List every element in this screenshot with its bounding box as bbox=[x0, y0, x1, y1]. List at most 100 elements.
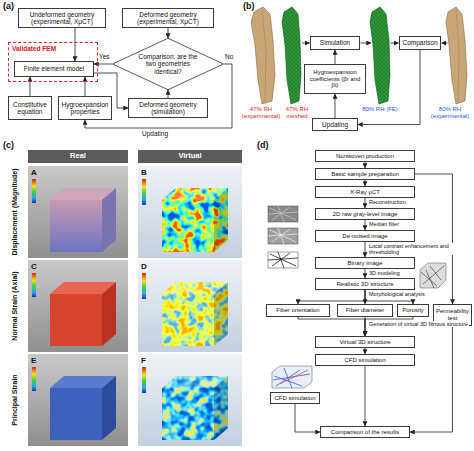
text-wrap: Simulation bbox=[313, 39, 358, 46]
connector bbox=[410, 326, 453, 432]
connector bbox=[168, 28, 169, 38]
node-text: Virtual 3D structure bbox=[318, 339, 413, 346]
cube-face bbox=[50, 200, 102, 252]
subpanel-letter: D bbox=[141, 262, 147, 271]
node-text: Virtual bbox=[141, 152, 240, 161]
connector bbox=[365, 366, 366, 426]
connector bbox=[298, 317, 365, 336]
connector bbox=[365, 198, 366, 208]
color-bar bbox=[32, 273, 36, 297]
connector bbox=[298, 290, 365, 304]
connector bbox=[335, 50, 336, 64]
node-text: Updating bbox=[315, 121, 356, 128]
text-wrap: Binary image bbox=[318, 260, 413, 267]
node-text: Comparison: are the two geometries ident… bbox=[136, 53, 201, 75]
text-wrap: Constitutive equation bbox=[11, 101, 50, 116]
node-text: Constitutive equation bbox=[11, 101, 50, 116]
node-text: 2D raw gray-level image bbox=[318, 211, 413, 218]
cube-body bbox=[162, 188, 228, 252]
text-wrap: Fiber diameter bbox=[340, 307, 391, 314]
node-text: Realistic 3D structure bbox=[318, 281, 413, 288]
text-wrap: Nonwoven production bbox=[318, 153, 413, 160]
process-box: Finite element model bbox=[14, 61, 94, 77]
specimen-label: 47% RH meshed bbox=[283, 106, 311, 120]
row-label: Principal Strain bbox=[11, 355, 19, 445]
row-label: Displacement (Magnitude) bbox=[11, 167, 19, 257]
process-box: Comparison bbox=[399, 36, 441, 50]
diamond-shape bbox=[113, 38, 224, 89]
text-wrap: Deformed geometry (simulation) bbox=[131, 101, 206, 116]
color-bar bbox=[32, 179, 36, 203]
process-box: CFD simulation bbox=[270, 392, 320, 404]
edge-label: Reconstruction bbox=[369, 199, 406, 205]
panel-letter: (a) bbox=[3, 1, 14, 11]
panel-ground bbox=[138, 354, 242, 446]
node-text: CFD simulation bbox=[273, 395, 318, 402]
process-box: Porosity bbox=[397, 304, 429, 317]
connector bbox=[85, 77, 86, 96]
experimental-specimen bbox=[446, 7, 467, 104]
color-bar bbox=[32, 367, 36, 391]
process-box: Basic sample preparation bbox=[315, 168, 415, 180]
connector bbox=[358, 50, 420, 125]
process-box: Hygroexpansion coefficients (βr and βt) bbox=[304, 64, 366, 94]
cube-shade bbox=[214, 188, 228, 252]
node-text: Deformed geometry (experimental, XμCT) bbox=[125, 11, 212, 26]
raw-image-thumb bbox=[268, 206, 298, 222]
connector bbox=[295, 404, 320, 432]
cfd-model-thumb bbox=[272, 366, 312, 388]
input-box: Deformed geometry (experimental, XμCT) bbox=[122, 8, 214, 28]
node-text: Hygroexpansion coefficients (βr and βt) bbox=[307, 69, 364, 90]
subpanel-letter: F bbox=[141, 356, 146, 365]
process-box: Binary image bbox=[315, 257, 415, 269]
cube-body bbox=[162, 376, 228, 440]
text-wrap: Porosity bbox=[400, 307, 427, 314]
virtual-panel bbox=[138, 354, 242, 446]
process-box: Virtual 3D structure bbox=[315, 336, 415, 348]
text-wrap: 2D raw gray-level image bbox=[318, 211, 413, 218]
text-wrap: Undeformed geometry (experimental, XμCT) bbox=[21, 11, 104, 26]
connector bbox=[75, 28, 76, 61]
cube-outline bbox=[420, 263, 446, 288]
node-text: Comparison of the results bbox=[323, 429, 408, 436]
loop-label: Updating bbox=[142, 130, 168, 137]
text-wrap: Comparison of the results bbox=[323, 429, 408, 436]
text-wrap: CFD simulation bbox=[273, 395, 318, 402]
cube-outline bbox=[272, 366, 312, 388]
cube-face bbox=[102, 188, 116, 252]
cube-shade bbox=[214, 376, 228, 440]
panel-letter: (c) bbox=[3, 140, 14, 150]
text-wrap: Deformed geometry (experimental, XμCT) bbox=[125, 11, 212, 26]
color-bar bbox=[142, 179, 146, 205]
text-wrap: Realistic 3D structure bbox=[318, 281, 413, 288]
process-box: Nonwoven production bbox=[315, 150, 415, 162]
edge-label: Generation of virtual 3D fibrous structu… bbox=[369, 321, 469, 327]
specimen-label: 80% RH (experimental) bbox=[428, 106, 472, 120]
node-text: Real bbox=[31, 152, 126, 161]
process-box: 2D raw gray-level image bbox=[315, 208, 415, 220]
text-wrap: Hygroexpansion coefficients (βr and βt) bbox=[307, 69, 364, 90]
arrow-line bbox=[391, 43, 399, 44]
edge-label: Yes bbox=[99, 53, 110, 60]
node-text: Porosity bbox=[400, 307, 427, 314]
text-wrap: Fiber orientation bbox=[269, 307, 328, 314]
fiber-lines bbox=[421, 266, 444, 288]
node-text: Undeformed geometry (experimental, XμCT) bbox=[21, 11, 104, 26]
text-wrap: Virtual bbox=[141, 152, 240, 161]
text-wrap: Basic sample preparation bbox=[318, 171, 413, 178]
node-text: CFD simulation bbox=[318, 357, 413, 364]
panel-letter: (b) bbox=[243, 1, 255, 11]
subpanel-letter: E bbox=[31, 356, 36, 365]
text-wrap: Real bbox=[31, 152, 126, 161]
arrow-line bbox=[361, 43, 372, 44]
process-box: Comparison of the results bbox=[320, 426, 410, 438]
node-text: Simulation bbox=[313, 39, 358, 46]
panel-ground bbox=[138, 260, 242, 352]
panel-ground bbox=[28, 166, 128, 258]
virtual-panel bbox=[138, 166, 242, 258]
node-text: X-Ray μCT bbox=[318, 189, 413, 196]
connector bbox=[365, 242, 366, 257]
fibrous-cube bbox=[162, 282, 228, 346]
arrow-line bbox=[302, 43, 310, 44]
